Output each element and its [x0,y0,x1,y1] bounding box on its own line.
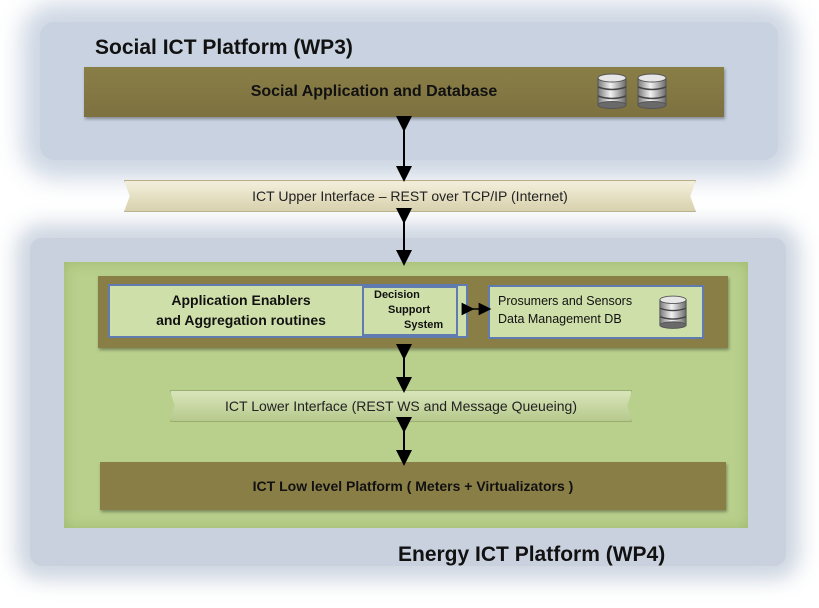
application-enablers-label: Application Enablers and Aggregation rou… [112,290,370,330]
lower-interface-label: ICT Lower Interface (REST WS and Message… [225,398,577,414]
prosumers-line1: Prosumers and Sensors [498,294,633,308]
low-level-platform-block: ICT Low level Platform ( Meters + Virtua… [100,462,726,510]
database-icon [659,295,687,329]
enablers-line1: Application Enablers [171,292,311,308]
lower-interface-bar: ICT Lower Interface (REST WS and Message… [170,390,632,422]
dss-line2: Support [388,304,431,316]
prosumers-label: Prosumers and Sensors Data Management DB [498,292,632,328]
prosumers-line2: Data Management DB [498,312,622,326]
dss-line3: System [404,319,444,331]
low-level-platform-label: ICT Low level Platform ( Meters + Virtua… [252,478,574,494]
database-icon [637,73,667,109]
energy-platform-title: Energy ICT Platform (WP4) [398,543,666,566]
database-icon [597,73,627,109]
dss-line1: Decision [374,289,420,301]
social-platform-title: Social ICT Platform (WP3) [95,36,353,59]
enablers-line2: and Aggregation routines [156,312,326,328]
social-application-label: Social Application and Database [250,83,498,100]
social-application-block: Social Application and Database [84,67,724,117]
decision-support-system-box: Decision Support System [362,286,458,336]
upper-interface-label: ICT Upper Interface – REST over TCP/IP (… [252,188,568,204]
